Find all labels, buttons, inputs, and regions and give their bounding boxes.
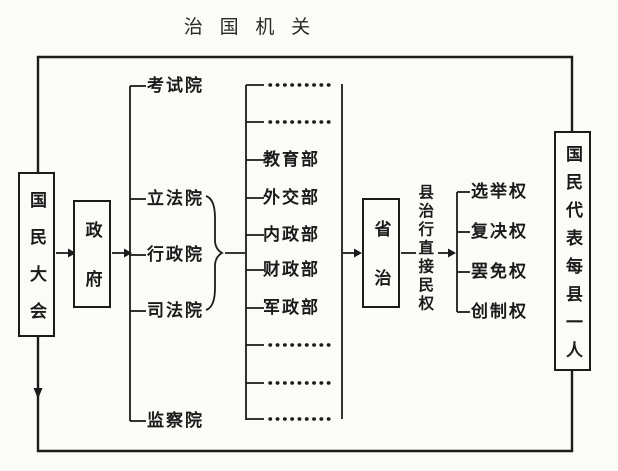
arrow-right-icon [68,248,76,258]
node-control-yuan: 监察院 [147,411,204,430]
node-right-election: 选举权 [471,182,528,201]
node-right-recall: 罢免权 [471,262,528,281]
node-legislative-yuan: 立法院 [147,189,204,208]
node-label: 省治 [371,220,391,318]
node-province: 省治 [362,198,400,318]
node-label: 政府 [82,221,102,319]
ministry-column [245,83,343,421]
yuan-brace-group [205,195,245,311]
arrow-down-icon [33,388,43,399]
node-label: 国民大会 [27,190,46,339]
ellipsis-rows [268,83,335,421]
node-national-assembly: 国民大会 [18,172,55,339]
node-executive-yuan: 行政院 [147,245,204,264]
arrow-right-icon [354,248,362,258]
outer-loop-bottom [36,337,574,453]
node-label: 国民代表每县一人 [563,144,582,369]
node-right-initiative: 创制权 [471,302,528,321]
arrow-right-icon [448,248,456,258]
outer-loop-top [36,55,574,172]
node-exam-yuan: 考试院 [147,76,204,95]
outer-loop [33,55,574,453]
node-ministry-foreign: 外交部 [263,188,320,207]
label-county-direct-rights: 县治行直接民权 [416,184,434,314]
yuan-branches [129,85,146,422]
node-ministry-military: 军政部 [263,298,320,317]
node-ministry-interior: 内政部 [263,225,320,244]
node-right-referendum: 复决权 [471,222,528,241]
diagram-title: 治 国 机 关 [183,17,317,38]
node-ministry-finance: 财政部 [263,260,320,279]
node-government: 政府 [73,200,111,319]
arrow-right-icon [124,248,132,258]
node-ministry-education: 教育部 [263,150,320,169]
node-judicial-yuan: 司法院 [147,301,204,320]
province-county-links [343,248,456,258]
assembly-to-government [56,248,132,258]
rights-branches [456,191,470,313]
curly-brace [205,195,224,311]
node-representative: 国民代表每县一人 [554,131,591,371]
